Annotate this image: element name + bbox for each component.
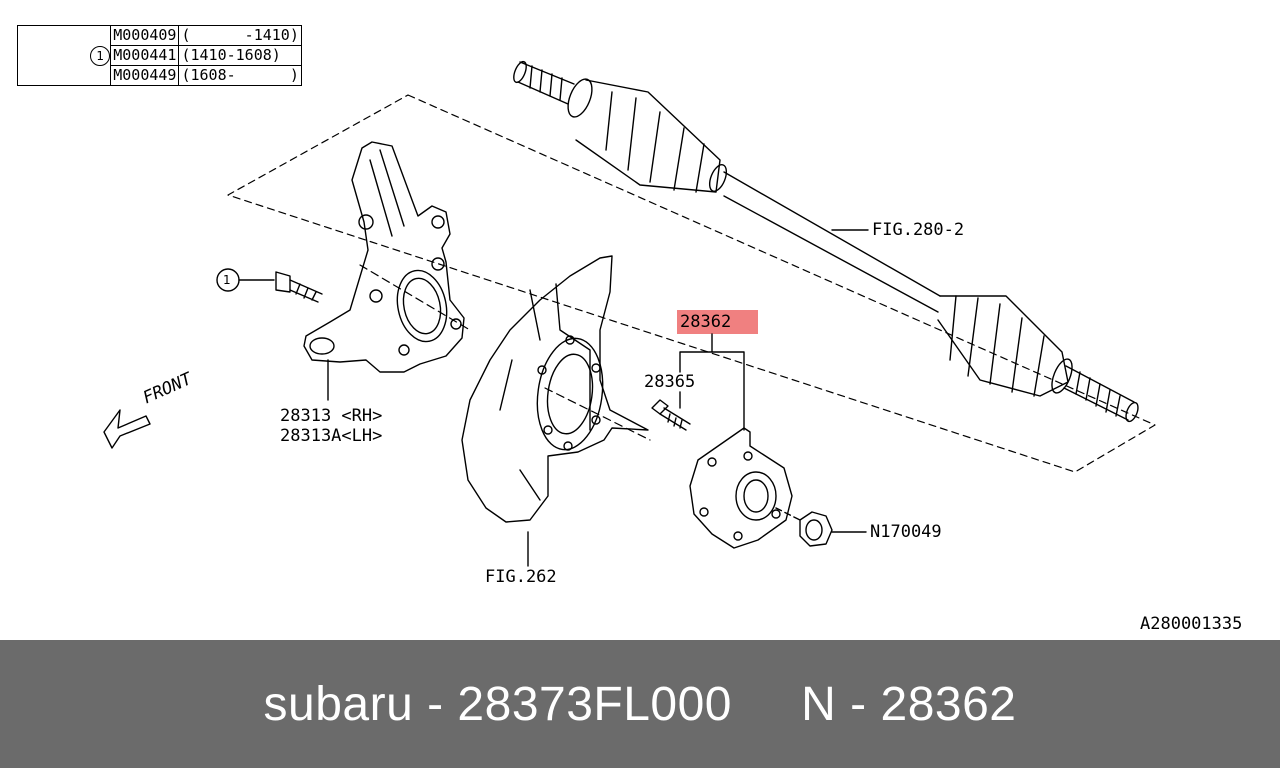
hub-axis <box>359 264 651 441</box>
nut-part-number: N170049 <box>870 522 942 542</box>
reference-marker-cell: 1 <box>16 25 112 86</box>
knuckle-rh-label: 28313 <RH> <box>280 406 383 426</box>
reference-range: (1608- ) <box>178 65 302 86</box>
reference-code: M000449 <box>110 65 180 86</box>
hub-bolt <box>651 399 691 431</box>
reference-marker: 1 <box>90 45 111 66</box>
callout-bracket <box>679 333 745 431</box>
hub-assembly-part-number: 28362 <box>680 312 732 332</box>
assembly-boundary <box>227 94 1156 473</box>
bolt-marker-label: 1 <box>223 273 231 287</box>
hub-bolt-part-number: 28365 <box>644 372 696 392</box>
reference-table: 1 M000409 ( -1410) M000441 (1410-1608) M… <box>16 25 302 86</box>
axle-fig-label: FIG.280-2 <box>872 220 965 240</box>
reference-row: M000441 (1410-1608) <box>18 45 302 66</box>
dust-shield <box>461 255 649 567</box>
highlight-box <box>677 310 758 334</box>
drive-shaft <box>513 60 1139 423</box>
knuckle-lh-label: 28313A<LH> <box>280 426 383 446</box>
reference-range: ( -1410) <box>178 25 302 46</box>
hub-bearing <box>689 427 801 549</box>
hub-nut <box>799 511 867 547</box>
footer-banner: subaru - 28373FL000 N - 28362 <box>0 640 1280 768</box>
shield-fig-label: FIG.262 <box>485 567 557 587</box>
footer-text: subaru - 28373FL000 N - 28362 <box>263 677 1017 731</box>
front-arrow-icon <box>103 409 151 449</box>
knuckle-bolt <box>216 268 323 303</box>
reference-code: M000409 <box>110 25 180 46</box>
parts-diagram: 1 M000409 ( -1410) M000441 (1410-1608) M… <box>16 25 1243 634</box>
steering-knuckle <box>303 141 465 401</box>
reference-row: 1 M000409 ( -1410) <box>16 25 302 86</box>
drawing-id: A280001335 <box>1140 614 1243 634</box>
reference-row: M000449 (1608- ) <box>18 65 302 86</box>
diagram-drawing <box>103 60 1156 567</box>
